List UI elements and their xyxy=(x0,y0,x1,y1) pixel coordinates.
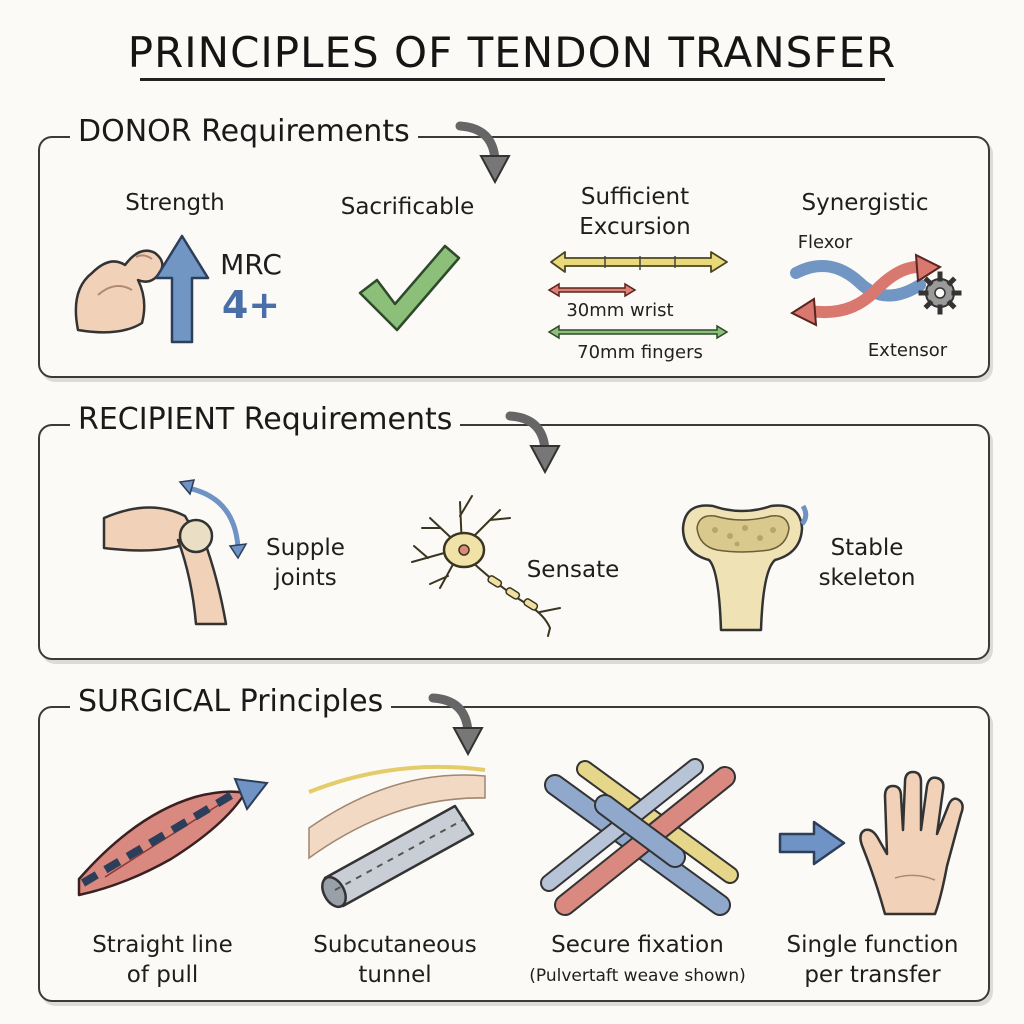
recipient-arrow-icon xyxy=(505,411,561,475)
page-title: PRINCIPLES OF TENDON TRANSFER xyxy=(127,28,897,77)
surgical-heading: SURGICAL Principles xyxy=(70,684,392,719)
single-function-arrow-icon xyxy=(778,820,846,866)
surgical-panel xyxy=(38,706,990,1002)
fixation-label-line1: Secure fixation xyxy=(551,932,724,958)
neuron-icon xyxy=(411,495,561,637)
single-label-line2: per transfer xyxy=(804,962,941,988)
pull-label-line2: of pull xyxy=(126,962,199,988)
single-label-line1: Single function xyxy=(786,932,959,958)
tunnel-label-line1: Subcutaneous xyxy=(313,932,477,958)
donor-arrow-icon xyxy=(455,121,511,185)
pulvertaft-weave-icon xyxy=(540,758,739,916)
bone-icon xyxy=(681,504,809,632)
surgical-arrow-icon xyxy=(428,693,484,757)
excursion-fingers: 70mm fingers xyxy=(577,342,703,363)
excursion-label-line1: Sufficient xyxy=(580,184,690,210)
pull-label-line1: Straight line xyxy=(92,932,233,958)
extensor-label: Extensor xyxy=(867,340,948,361)
excursion-label-line2: Excursion xyxy=(579,214,691,240)
strength-up-arrow-icon xyxy=(154,234,210,344)
recipient-panel xyxy=(38,424,990,660)
donor-panel xyxy=(38,136,990,378)
mrc-label: MRC xyxy=(220,248,282,281)
flexed-arm-icon xyxy=(74,249,164,334)
skeleton-label-line1: Stable xyxy=(830,535,904,561)
sensate-label: Sensate xyxy=(526,557,620,583)
title-underline xyxy=(140,78,885,81)
synergistic-label: Synergistic xyxy=(801,190,929,216)
tunnel-label-line2: tunnel xyxy=(358,962,432,988)
subcutaneous-tunnel-icon xyxy=(308,764,486,909)
flexor-label: Flexor xyxy=(797,232,853,253)
knee-joint-icon xyxy=(102,479,248,626)
synergy-arrows-icon xyxy=(789,253,962,327)
fixation-label-line2: (Pulvertaft weave shown) xyxy=(529,966,746,986)
donor-heading: DONOR Requirements xyxy=(70,114,418,149)
strength-label: Strength xyxy=(125,190,225,216)
joints-label-line2: joints xyxy=(274,565,337,591)
open-hand-icon xyxy=(859,770,964,916)
muscle-pull-icon xyxy=(77,777,269,897)
excursion-ruler-icon xyxy=(547,251,729,340)
excursion-wrist: 30mm wrist xyxy=(566,300,674,321)
sacrificable-label: Sacrificable xyxy=(340,194,475,220)
checkmark-icon xyxy=(358,244,461,332)
recipient-heading: RECIPIENT Requirements xyxy=(70,402,461,437)
joints-label-line1: Supple xyxy=(266,535,345,561)
skeleton-label-line2: skeleton xyxy=(818,565,916,591)
mrc-grade: 4+ xyxy=(221,283,281,327)
